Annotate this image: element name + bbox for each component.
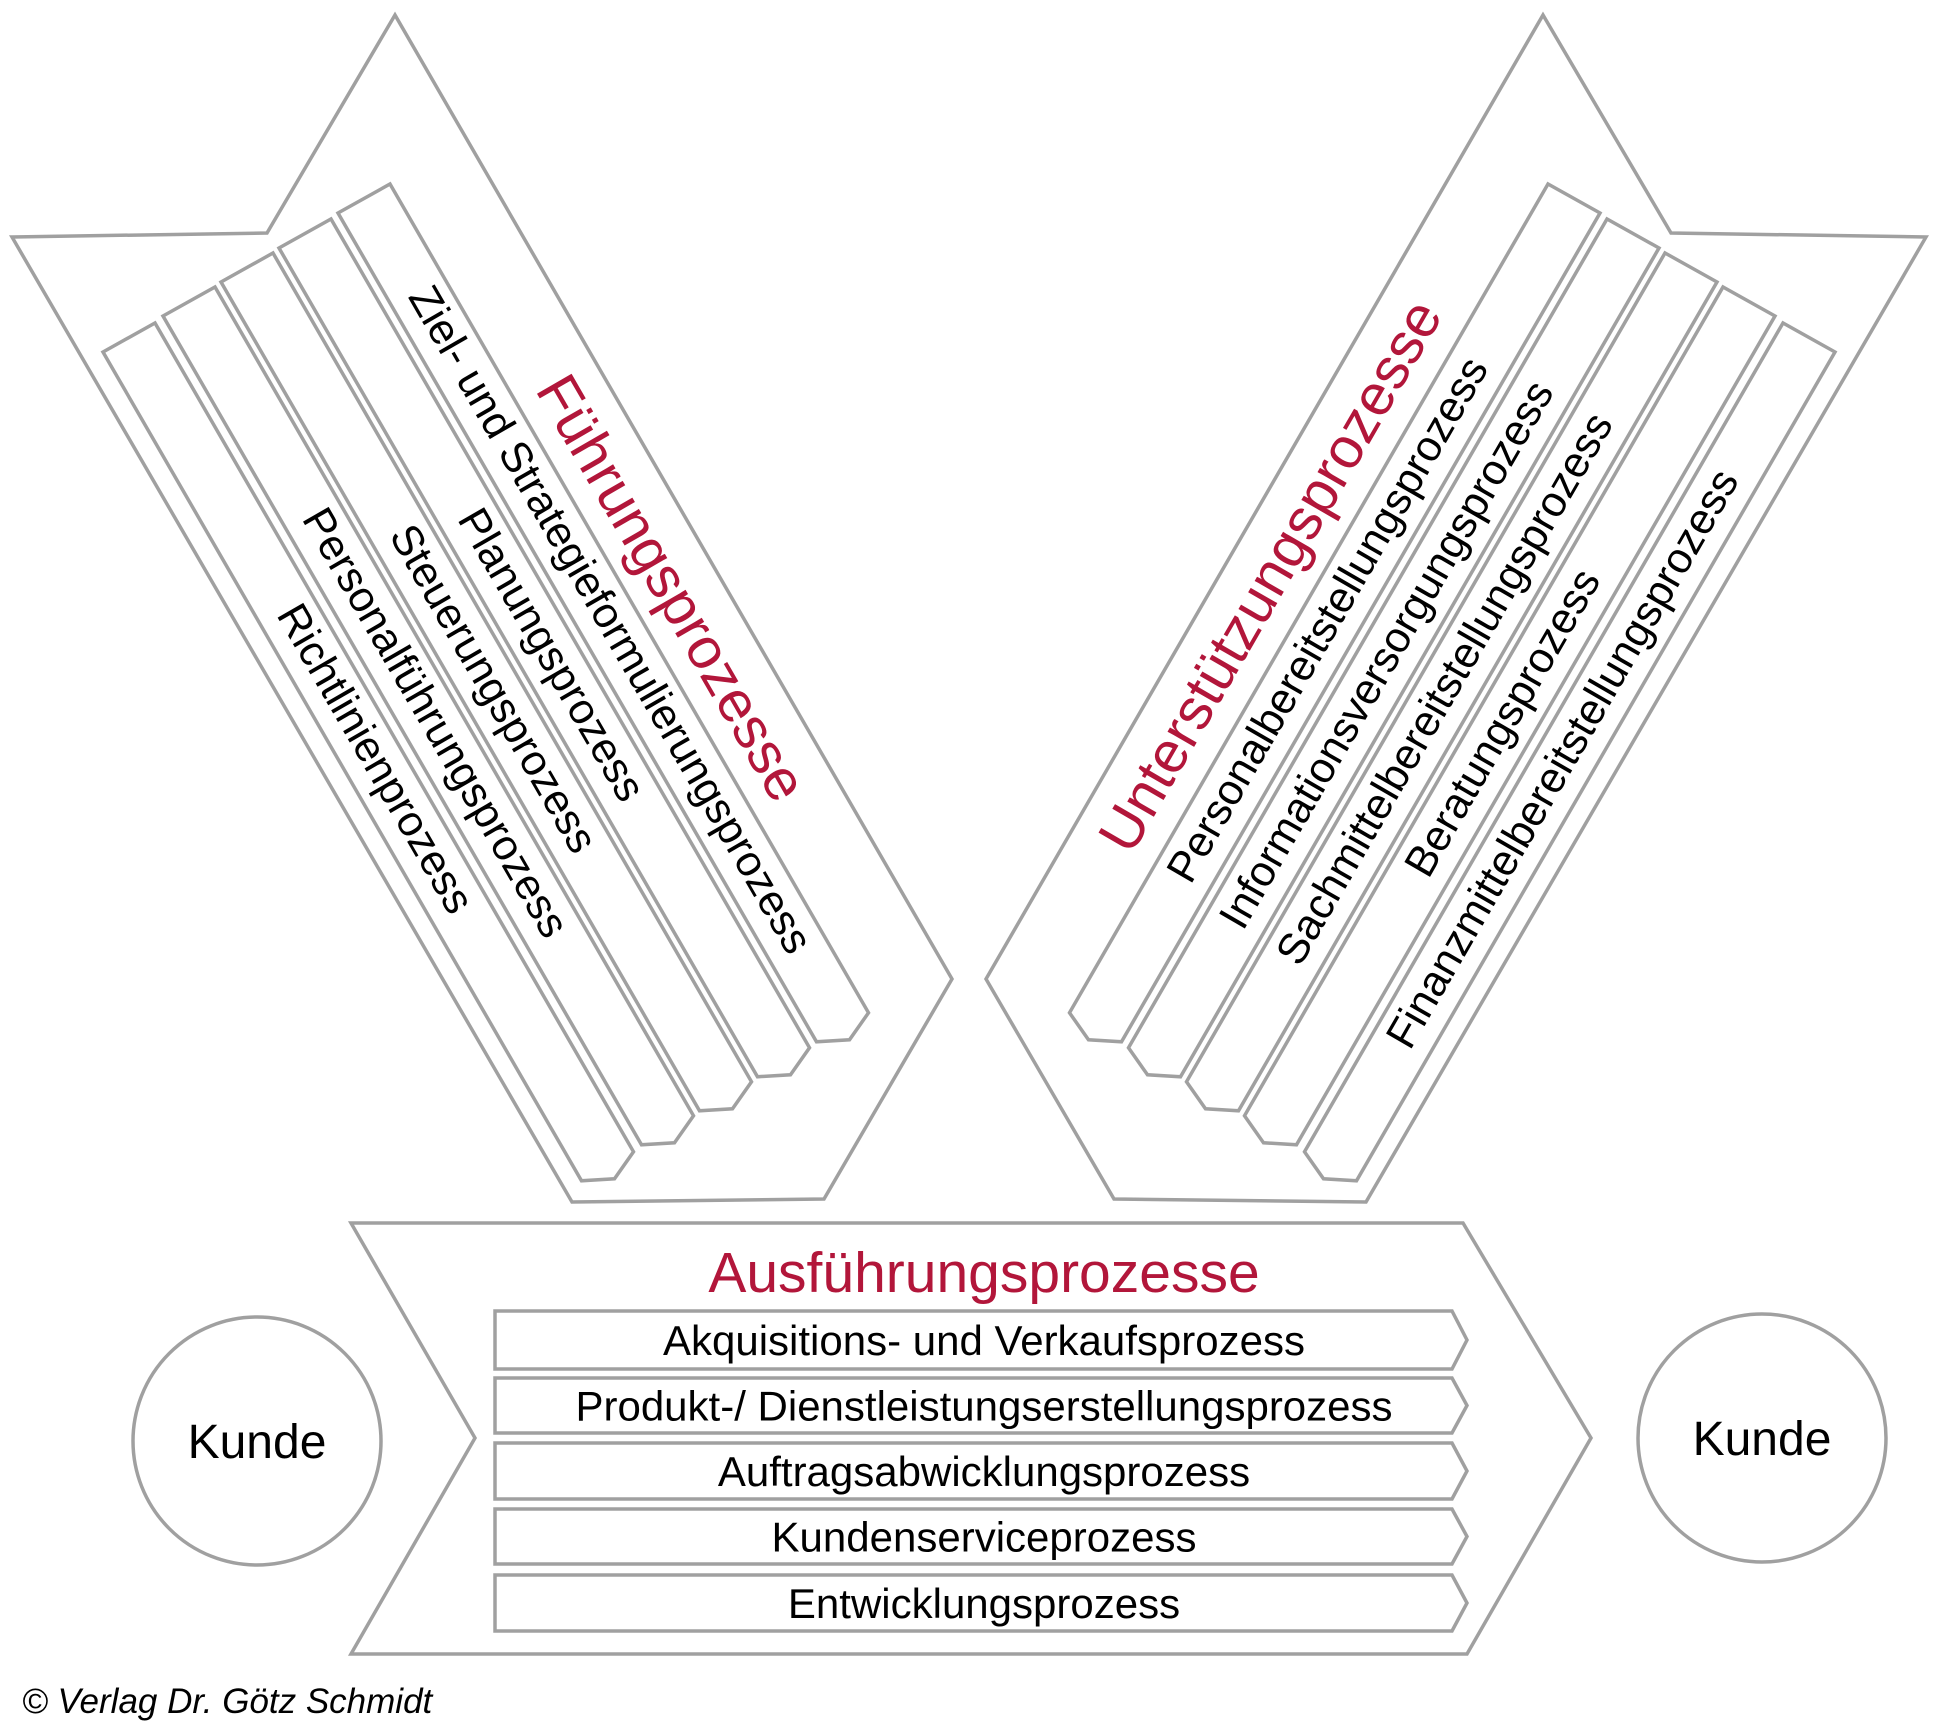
ausfuehrung-process-box xyxy=(493,1507,1469,1566)
ausfuehrung-process-box xyxy=(493,1441,1469,1501)
ausfuehrung-process-label: Produkt-/ Dienstleistungserstellungsproz… xyxy=(575,1383,1392,1430)
ausfuehrung-process-label: Auftragsabwicklungsprozess xyxy=(718,1448,1250,1495)
fuehrung-strip xyxy=(218,250,754,1113)
unterstuetzung-strip xyxy=(1302,320,1838,1183)
ausfuehrung-process-box xyxy=(493,1573,1469,1633)
copyright-notice: © Verlag Dr. Götz Schmidt xyxy=(22,1682,434,1721)
customer-right: Kunde xyxy=(1636,1312,1888,1564)
fuehrungsprozesse-group xyxy=(8,11,955,1204)
ausfuehrung-process-box xyxy=(493,1376,1469,1435)
ausfuehrungsprozesse-rows: Akquisitions- und VerkaufsprozessProdukt… xyxy=(493,1309,1469,1633)
ausfuehrung-process-label: Akquisitions- und Verkaufsprozess xyxy=(663,1317,1305,1364)
unterstuetzung-strip xyxy=(1242,284,1778,1147)
unterstuetzung-strip xyxy=(1184,250,1720,1113)
ausfuehrungsprozesse-title: Ausführungsprozesse xyxy=(708,1241,1259,1305)
customer-left-circle xyxy=(131,1315,383,1567)
ausfuehrung-process-row: Akquisitions- und Verkaufsprozess xyxy=(493,1309,1469,1371)
customer-left: Kunde xyxy=(131,1315,383,1567)
ausfuehrung-process-label: Entwicklungsprozess xyxy=(788,1580,1180,1627)
ausfuehrung-process-row: Produkt-/ Dienstleistungserstellungsproz… xyxy=(493,1376,1469,1435)
fuehrung-strip xyxy=(335,181,871,1044)
unterstuetzung-strip xyxy=(1067,181,1603,1044)
ausfuehrung-process-label: Kundenserviceprozess xyxy=(772,1514,1197,1561)
ausfuehrung-process-row: Auftragsabwicklungsprozess xyxy=(493,1441,1469,1501)
unterstuetzungsprozesse-strips xyxy=(1067,181,1838,1183)
customer-right-label: Kunde xyxy=(1693,1413,1832,1466)
unterstuetzungsprozesse-group xyxy=(983,11,1930,1204)
fuehrung-strip xyxy=(100,320,636,1183)
customer-left-label: Kunde xyxy=(188,1416,327,1469)
customer-right-circle xyxy=(1636,1312,1888,1564)
ausfuehrung-process-row: Kundenserviceprozess xyxy=(493,1507,1469,1566)
fuehrung-strip xyxy=(160,284,696,1147)
ausfuehrungsprozesse-group: Ausführungsprozesse Akquisitions- und Ve… xyxy=(347,1221,1594,1656)
unterstuetzung-strip xyxy=(1126,216,1662,1079)
ausfuehrung-process-box xyxy=(493,1309,1469,1371)
ausfuehrung-process-row: Entwicklungsprozess xyxy=(493,1573,1469,1633)
fuehrungsprozesse-strips xyxy=(100,181,871,1183)
fuehrung-strip xyxy=(276,216,812,1079)
